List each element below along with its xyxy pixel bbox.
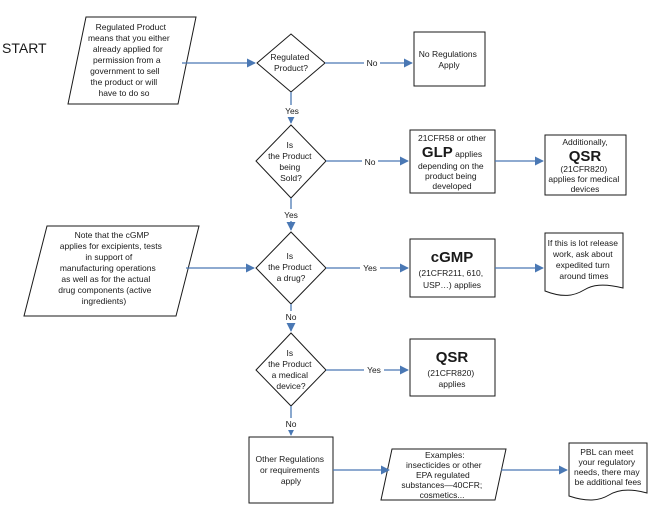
drug-decision-text: Is the Product a drug? xyxy=(268,251,314,283)
no-regulations-box xyxy=(413,31,486,87)
no-regulations-text: No Regulations Apply xyxy=(419,49,480,70)
edge-label-device-no: No xyxy=(286,419,297,429)
qsr-additional-post-text: (21CFR820) applies for medical devices xyxy=(548,164,621,194)
cgmp-heading: cGMP xyxy=(431,249,474,266)
sold-decision-text: Is the Product being Sold? xyxy=(268,140,314,183)
regulated-product-note-text: Regulated Product means that you either … xyxy=(88,22,172,98)
edge-label-drug-yes: Yes xyxy=(363,263,377,273)
qsr-additional-box xyxy=(544,134,627,196)
pbl-text: PBL can meet your regulatory needs, ther… xyxy=(574,447,642,487)
cgmp-note-text: Note that the cGMP applies for excipient… xyxy=(58,230,164,306)
examples-text: Examples: insecticides or other EPA regu… xyxy=(401,450,484,500)
qsr-additional-heading: QSR xyxy=(569,148,602,165)
other-regulations-box xyxy=(248,436,334,504)
device-decision-text: Is the Product a medical device? xyxy=(268,348,314,391)
qsr-heading: QSR xyxy=(436,349,469,366)
glp-post-text: depending on the product being developed xyxy=(418,161,486,191)
edge-label-sold-no: No xyxy=(365,157,376,167)
glp-heading: GLP applies xyxy=(422,144,482,161)
edge-label-drug-no: No xyxy=(286,312,297,322)
edge-label-regulated-yes: Yes xyxy=(285,106,299,116)
start-label: START xyxy=(2,40,47,56)
lot-release-document xyxy=(544,232,624,296)
glp-pre-text: 21CFR58 or other xyxy=(418,133,486,143)
edge-label-device-yes: Yes xyxy=(367,365,381,375)
other-regulations-text: Other Regulations or requirements apply xyxy=(256,454,327,486)
qsr-box xyxy=(409,338,496,397)
qsr-additional-pre-text: Additionally, xyxy=(562,137,607,147)
examples-note xyxy=(380,448,507,501)
regulated-decision-text: Regulated Product? xyxy=(270,52,311,73)
lot-release-text: If this is lot release work, ask about e… xyxy=(548,238,621,281)
glp-box xyxy=(409,129,496,194)
qsr-post-text: (21CFR820) applies xyxy=(427,368,476,389)
cgmp-post-text: (21CFR211, 610, USP…) applies xyxy=(419,268,486,290)
edge-label-sold-yes: Yes xyxy=(284,210,298,220)
edge-label-regulated-no: No xyxy=(367,58,378,68)
pbl-document xyxy=(568,442,648,501)
cgmp-note xyxy=(23,225,200,317)
regulated-product-note xyxy=(67,16,197,105)
cgmp-box xyxy=(409,238,496,298)
